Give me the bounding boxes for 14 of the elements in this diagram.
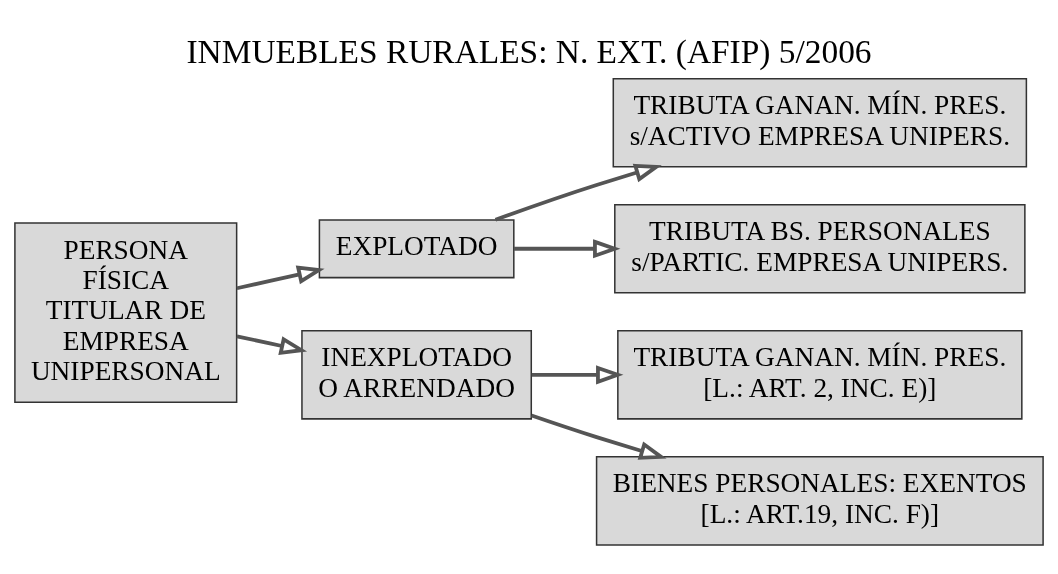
arrow [531,364,624,384]
node-box: BIENES PERSONALES: EXENTOS [L.: ART.19, INC. F)] [595,455,1044,546]
arrow [494,163,662,222]
node-box: TRIBUTA GANAN. MÍN. PRES. s/ACTIVO EMPRESA UNIPERS. [612,77,1028,167]
node-box: PERSONA FÍSICA TITULAR DE EMPRESA UNIPERSONAL [14,221,238,403]
arrow [530,413,667,460]
arrow [236,264,325,290]
diagram-title: INMUEBLES RURALES: N. EXT. (AFIP) 5/2006 [186,32,872,70]
node-box: INEXPLOTADO O ARRENDADO [301,329,533,420]
arrow [236,333,308,355]
node-box: EXPLOTADO [318,218,515,278]
node-box: TRIBUTA GANAN. MÍN. PRES. [L.: ART. 2, INC. E)] [617,329,1023,420]
node-box: TRIBUTA BS. PERSONALES s/PARTIC. EMPRESA UNIPERS. [614,203,1026,294]
arrow [514,238,621,258]
